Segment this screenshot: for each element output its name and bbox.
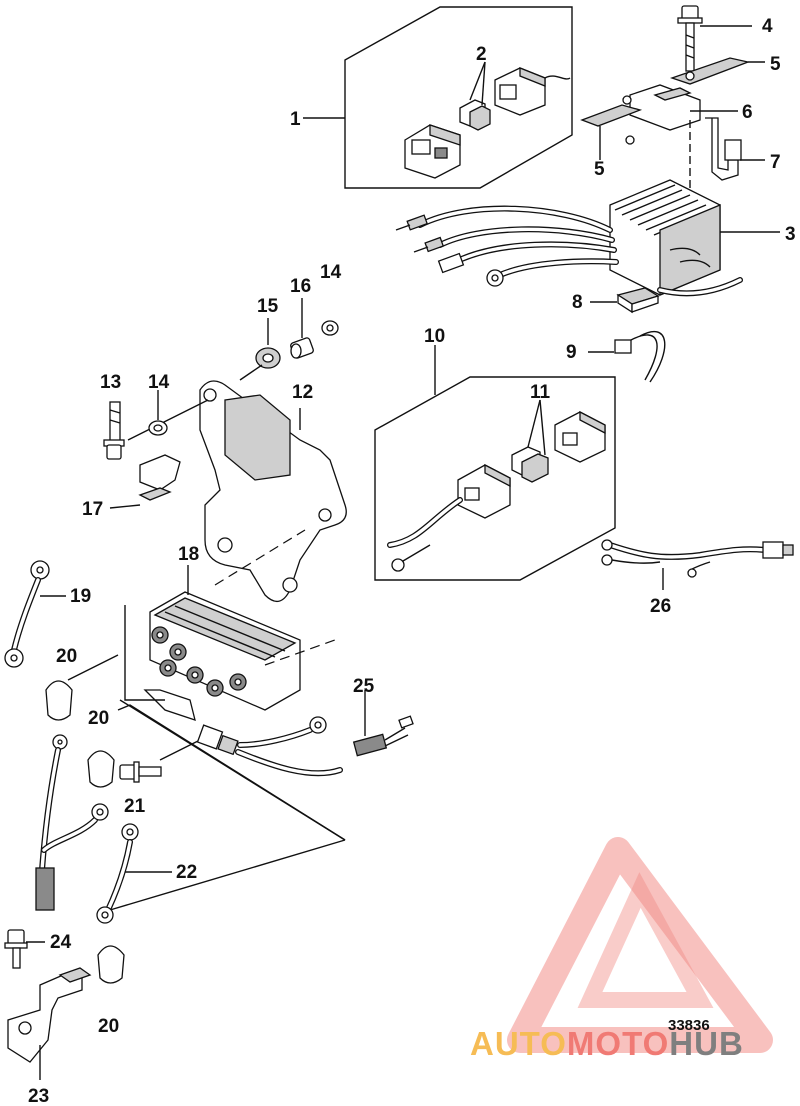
callout-11: 11	[530, 382, 551, 403]
callout-15: 15	[257, 296, 279, 317]
callout-12: 12	[292, 382, 313, 403]
wire-harness	[601, 539, 794, 590]
ground-bracket	[4, 929, 92, 1080]
bolt-icon	[119, 761, 162, 783]
callout-3: 3	[785, 224, 796, 245]
callout-22: 22	[176, 862, 197, 883]
callout-20: 20	[56, 646, 77, 667]
callout-5: 5	[594, 159, 605, 180]
callout-20: 20	[98, 1016, 119, 1037]
callout-1: 1	[290, 109, 301, 130]
bolt-icon	[677, 5, 703, 72]
callout-14: 14	[320, 262, 342, 283]
ground-lead-icon	[96, 823, 139, 924]
callout-9: 9	[566, 342, 577, 363]
ground-lead-icon	[4, 560, 50, 668]
callout-17: 17	[82, 499, 103, 520]
regulator-mount-hardware	[580, 5, 765, 192]
callout-26: 26	[650, 596, 671, 617]
cable-clip-icon	[138, 454, 181, 501]
callout-5: 5	[770, 54, 781, 75]
callout-21: 21	[124, 796, 146, 817]
callout-18: 18	[178, 544, 199, 565]
watermark-logo-text: AUTOMOTOHUB	[470, 1025, 744, 1062]
callout-16: 16	[290, 276, 311, 297]
voltage-regulator	[395, 179, 780, 297]
callout-13: 13	[100, 372, 121, 393]
wire-lead-icon	[35, 734, 109, 911]
callout-24: 24	[50, 932, 72, 953]
rubber-cap	[590, 287, 660, 314]
relay-clip-icon	[459, 99, 491, 131]
callout-4: 4	[762, 16, 773, 37]
grommet-icon	[255, 347, 281, 369]
regulator-bracket	[199, 380, 347, 602]
wire-harness	[196, 690, 414, 777]
callout-23: 23	[28, 1086, 49, 1106]
cable-tie-icon	[588, 330, 666, 383]
bolt-icon	[103, 401, 125, 460]
callout-7: 7	[770, 152, 781, 173]
callout-19: 19	[70, 586, 91, 607]
relay-harness-group	[374, 345, 616, 581]
watermark-logo	[507, 837, 773, 1053]
terminal-boot-icon	[45, 680, 73, 721]
relay-icon	[494, 67, 571, 116]
relay-icon	[404, 124, 461, 179]
callout-8: 8	[572, 292, 583, 313]
clamp-icon	[705, 117, 742, 181]
callout-labels: 1 2 3 4 5 5 6 7 8 9 10 11 12 13 14 14 15…	[28, 16, 796, 1106]
callout-10: 10	[424, 326, 445, 347]
rectifier-module	[143, 565, 301, 721]
callout-2: 2	[476, 44, 487, 65]
callout-14: 14	[148, 372, 170, 393]
relay-kit-group	[303, 6, 573, 189]
logo-triangle-icon	[507, 837, 773, 1053]
callout-6: 6	[742, 102, 753, 123]
callout-20: 20	[88, 708, 109, 729]
diagram-number: 33836	[668, 1017, 710, 1034]
callout-25: 25	[353, 676, 375, 697]
